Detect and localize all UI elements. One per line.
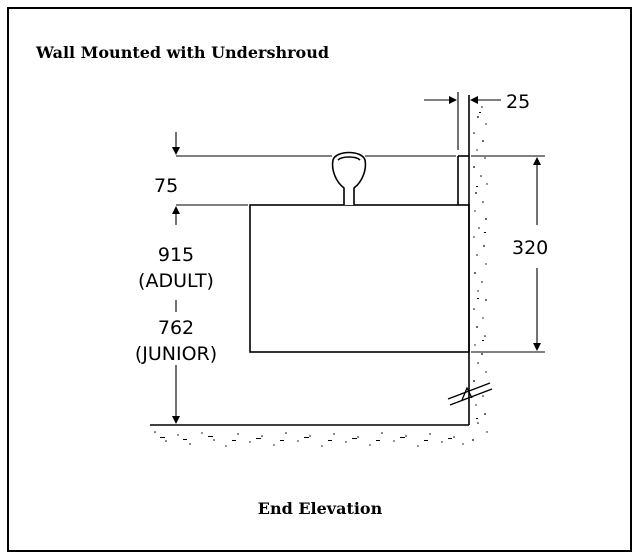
dim-adult-height: 915 bbox=[158, 244, 194, 266]
dim-adult-label: (ADULT) bbox=[138, 270, 214, 292]
drawing-title: Wall Mounted with Undershroud bbox=[36, 43, 330, 62]
dim-wall-offset: 25 bbox=[506, 91, 530, 113]
drawing-frame bbox=[7, 7, 632, 552]
floor bbox=[150, 424, 469, 447]
dim-unit-height: 320 bbox=[512, 237, 548, 259]
fountain-unit bbox=[249, 155, 470, 353]
dimension-lines bbox=[172, 92, 545, 424]
floor-hatch bbox=[154, 431, 464, 447]
wall-hatch bbox=[472, 99, 488, 441]
dim-junior-label: (JUNIOR) bbox=[135, 343, 217, 365]
drawing-caption: End Elevation bbox=[257, 499, 383, 518]
bubbler-spout bbox=[331, 151, 367, 205]
wall-break-symbol bbox=[447, 382, 493, 406]
dim-junior-height: 762 bbox=[158, 317, 194, 339]
dim-top-height: 75 bbox=[154, 175, 178, 197]
wall bbox=[468, 95, 488, 441]
